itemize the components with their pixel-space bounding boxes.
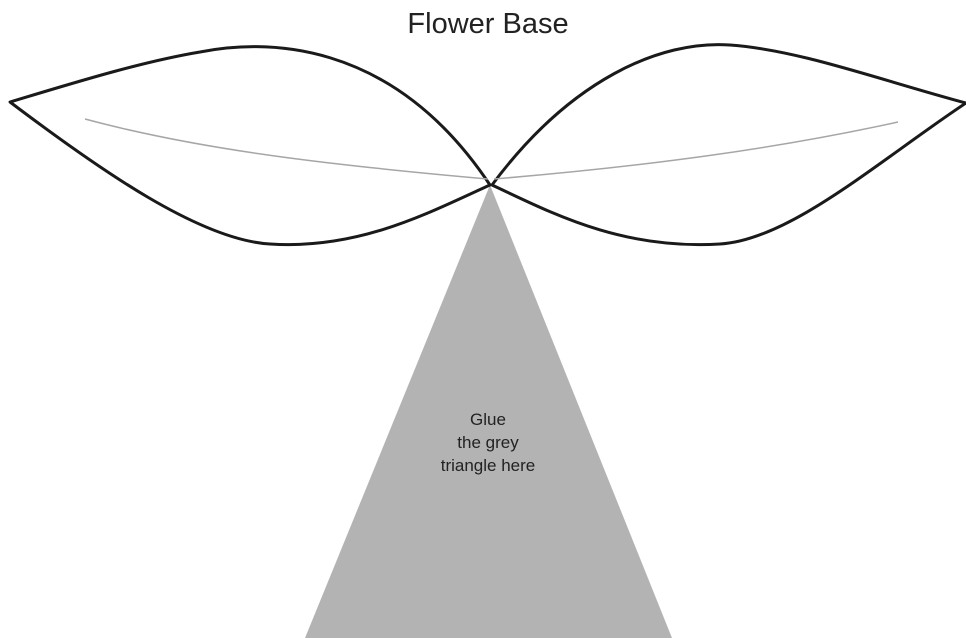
glue-triangle — [305, 185, 672, 638]
left-petal-vein — [84, 118, 489, 180]
right-petal-vein — [493, 121, 899, 180]
glue-instruction: Glue the grey triangle here — [388, 408, 588, 477]
right-petal — [490, 43, 966, 247]
glue-instruction-line-1: Glue — [470, 410, 506, 429]
glue-instruction-line-3: triangle here — [440, 456, 536, 475]
diagram-title: Flower Base — [407, 8, 569, 40]
glue-instruction-line-2: the grey — [457, 433, 519, 452]
left-petal — [8, 45, 492, 247]
